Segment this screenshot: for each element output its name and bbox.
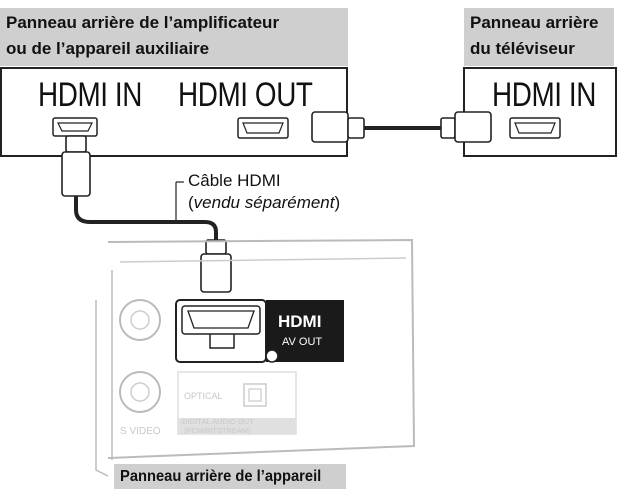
s-video-text: S VIDEO [120,426,161,437]
hdmi-cable-amp-to-device [61,135,232,293]
amp-panel-box [0,67,348,157]
amp-hdmi-in-port [52,117,98,137]
amp-hdmi-in-label: HDMI IN [38,76,142,114]
tv-label-line2: du téléviseur [470,39,575,58]
amp-hdmi-out-port [237,117,289,139]
device-screw [265,349,279,363]
cable-label: Câble HDMI (vendu séparément) [188,170,340,214]
pcm-bitstream-text: (PCM/BITSTREAM) [184,426,251,435]
tv-hdmi-in-port [509,117,561,139]
optical-text: OPTICAL [184,391,223,401]
amp-hdmi-out-label: HDMI OUT [178,76,313,114]
hdmi-cable-amp-to-tv [311,111,492,143]
tv-label-background [464,8,614,66]
cable-note-line: (vendu séparément) [188,192,340,214]
device-label: Panneau arrière de l’appareil [120,468,322,485]
cable-note: vendu séparément [193,193,335,212]
tv-label-line1: Panneau arrière [470,13,599,32]
amp-label-background [0,8,348,66]
hdmi-logo-text: HDMI [278,312,321,331]
device-rear-panel: HDMI AV OUT OPTICAL DIGITAL AUDIO OUT (P… [95,238,416,477]
cable-name: Câble HDMI [188,171,281,190]
device-label-background [114,464,346,489]
digital-audio-out-text: DIGITAL AUDIO OUT [182,417,254,426]
hdmi-logo-block [266,300,344,362]
amp-label-line1: Panneau arrière de l’amplificateur [6,13,280,32]
paren-close: ) [334,193,341,212]
paren-open: ( [188,193,194,212]
tv-hdmi-in-label: HDMI IN [492,76,596,114]
av-out-text: AV OUT [282,336,322,348]
amp-label-line2: ou de l’appareil auxiliaire [6,39,210,58]
